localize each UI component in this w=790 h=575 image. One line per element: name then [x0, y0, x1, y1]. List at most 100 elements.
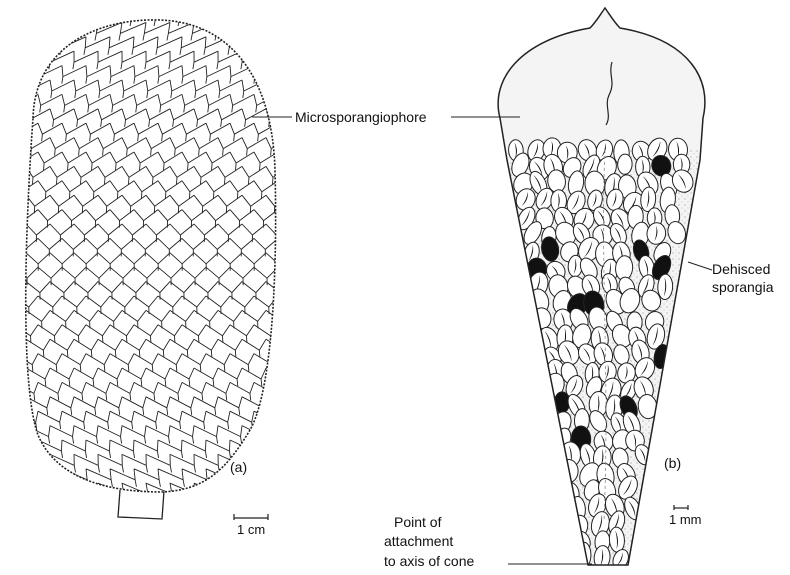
cone-scale [278, 354, 302, 372]
cone-scale [86, 498, 114, 516]
cone-scale [278, 469, 304, 487]
cone-scale [2, 282, 26, 300]
cone-scale [266, 483, 293, 501]
cone-scale [254, 411, 278, 429]
cone-scale [2, 310, 26, 328]
cone-scale [290, 80, 314, 98]
panel-b: (b) 1 mm [480, 0, 720, 575]
cone-scale [290, 195, 314, 213]
label-sporangia: sporangia [712, 279, 774, 295]
cone-scale [2, 397, 26, 415]
cone-scale [266, 368, 290, 386]
cone-scale [276, 37, 302, 55]
scale-label-a: 1 cm [237, 522, 265, 537]
cone-scale [290, 454, 315, 472]
cone-scale [278, 123, 302, 141]
cone-scale [278, 152, 302, 170]
cone-scale [34, 8, 62, 26]
cone-scale [218, 483, 245, 501]
cone-scale [278, 325, 302, 343]
cone-scale [2, 454, 27, 472]
cone-scale [26, 483, 53, 501]
cone-scale [50, 483, 77, 501]
cone-scale [182, 498, 210, 516]
callout-attachment-point: Point of attachment to axis of cone [384, 514, 592, 569]
cone-scale [278, 238, 302, 256]
scale-bar-a [234, 514, 268, 520]
cone-scale [194, 483, 221, 501]
cone-scale [2, 483, 29, 501]
cone-scale [226, 8, 254, 26]
sporangium [617, 154, 632, 175]
cone-scale [36, 37, 62, 55]
cone-scale [239, 22, 266, 40]
cone-scale [26, 454, 51, 472]
panel-a: (a) 1 cm [0, 8, 317, 537]
cone-scale [290, 483, 317, 501]
label-to-axis-of-cone: to axis of cone [384, 553, 474, 569]
cone-scale [287, 22, 314, 40]
label-microsporangiophore: Microsporangiophore [295, 109, 427, 125]
cone-scale [290, 253, 314, 271]
cone-scale [62, 498, 90, 516]
cone-scale [2, 166, 26, 184]
cone-scale [290, 426, 314, 444]
cone-scale [1, 51, 26, 69]
cone-scale [12, 37, 38, 55]
cone-scale [82, 8, 110, 26]
cone-scale [14, 469, 40, 487]
cone-scale [250, 8, 278, 26]
cone-scale [2, 80, 26, 98]
cone-scale [278, 411, 302, 429]
cone-scale [2, 195, 26, 213]
cone-scale [47, 22, 74, 40]
cone-scale [290, 339, 314, 357]
cone-scale [254, 440, 279, 458]
cone-scale [289, 51, 314, 69]
cone-scale [14, 440, 39, 458]
cone-scale [14, 498, 42, 516]
cone-scale [230, 498, 258, 516]
cone-scale [278, 440, 303, 458]
panel-b-label: (b) [664, 455, 681, 471]
cone-scale [38, 469, 64, 487]
cone-scale [278, 210, 302, 228]
cone-scale [290, 138, 314, 156]
cone-scale [278, 181, 302, 199]
cone-scale [254, 498, 282, 516]
cone-scale [290, 166, 314, 184]
cone-scale [263, 22, 290, 40]
cone-scale [2, 109, 26, 127]
panel-a-label: (a) [230, 459, 247, 475]
cone-scale [252, 37, 278, 55]
cone-scale [242, 483, 269, 501]
cone-scale [2, 426, 26, 444]
cone-scale [38, 498, 66, 516]
scale-bar-b [674, 505, 688, 510]
cone-scale [278, 296, 302, 314]
cone-scale [14, 66, 38, 84]
cone-scale [0, 22, 26, 40]
cone-scale [266, 426, 290, 444]
label-point-of: Point of [394, 514, 442, 530]
cone-scale [206, 498, 234, 516]
cone-scale [266, 397, 290, 415]
cone-scale-pattern [0, 8, 317, 516]
cone-stalk [118, 490, 164, 519]
cone-scale [58, 8, 86, 26]
cone-scale [254, 469, 280, 487]
cone-scale [278, 382, 302, 400]
cone-scale [23, 22, 50, 40]
cone-scale [10, 8, 38, 26]
cone-scale [2, 339, 26, 357]
cone-scale [290, 310, 314, 328]
cone-scale [278, 267, 302, 285]
cone-scale [290, 397, 314, 415]
callout-dehisced-sporangia: Dehisced sporangia [688, 261, 774, 295]
cone-scale [2, 224, 26, 242]
cone-scale [2, 138, 26, 156]
cone-scale [278, 498, 306, 516]
cone-scale [254, 66, 278, 84]
cone-scale [74, 483, 101, 501]
